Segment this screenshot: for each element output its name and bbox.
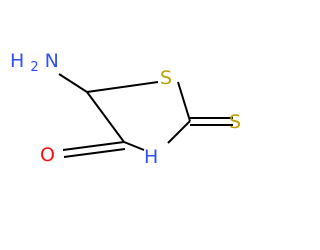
- carbonyl-oxygen-label: O: [40, 144, 55, 166]
- atom-labels: H 2 N S S H N O: [10, 50, 241, 168]
- bond-s1-c2: [177, 81, 191, 122]
- bond-c4-oxygen-1: [62, 141, 125, 151]
- structure-diagram: H 2 N S S H N O: [10, 50, 241, 168]
- bond-c4-c5: [86, 91, 125, 143]
- bond-n3-c4: [123, 141, 145, 151]
- bond-amino-c5: [58, 73, 88, 93]
- amino-subscript: 2: [30, 60, 38, 75]
- bond-c5-s1: [86, 81, 159, 93]
- bond-c2-n3: [167, 120, 191, 144]
- amino-h: H: [10, 50, 24, 72]
- bond-c4-oxygen-2: [63, 148, 126, 158]
- amino-group-label: H 2 N: [10, 50, 59, 76]
- thione-sulfur-label: S: [229, 111, 241, 133]
- ring-nitrogen-n: H: [144, 146, 158, 168]
- ring-sulfur-label: S: [160, 67, 172, 89]
- bonds: [58, 73, 233, 158]
- amino-n: N: [45, 50, 59, 72]
